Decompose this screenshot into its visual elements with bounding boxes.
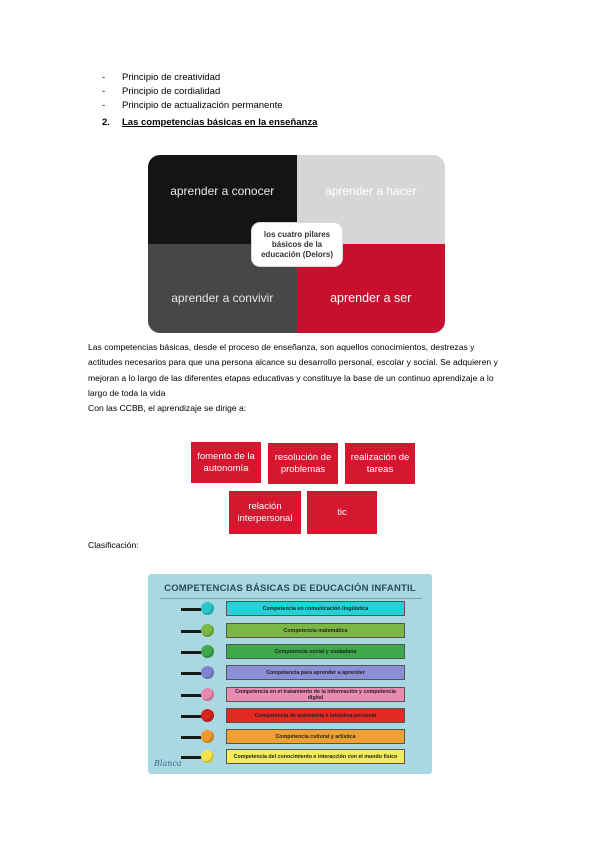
bullet-text: Principio de actualización permanente — [122, 100, 283, 111]
key-stick-icon — [181, 694, 205, 697]
key-stick-icon — [181, 715, 205, 718]
section-heading: 2. Las competencias básicas en la enseñan… — [102, 117, 317, 129]
competencia-row: Competencia en el tratamiento de la info… — [148, 687, 432, 704]
competencia-label: Competencia matemática — [226, 623, 405, 638]
pillar-ser: aprender a ser — [296, 244, 445, 333]
section-title: Las competencias básicas en la enseñanza — [122, 117, 318, 128]
key-knob-icon — [201, 645, 214, 658]
goal-box-problemas: resolución de problemas — [268, 443, 338, 484]
competencia-label: Competencia del conocimiento e interacci… — [226, 749, 405, 764]
body-paragraph: Las competencias básicas, desde el proce… — [88, 342, 498, 398]
key-stick-icon — [181, 672, 205, 675]
bullet-text: Principio de creatividad — [122, 72, 221, 83]
key-stick-icon — [181, 651, 205, 654]
pillar-convivir: aprender a convivir — [148, 244, 297, 333]
competencia-label: Competencia para aprender a aprender — [226, 665, 405, 680]
key-stick-icon — [181, 736, 205, 739]
goals-intro: Con las CCBB, el aprendizaje se dirige a… — [88, 403, 247, 413]
competencia-row: Competencia de autonomía e iniciativa pe… — [148, 708, 432, 725]
bullet-dash: - — [102, 72, 106, 83]
section-number: 2. — [102, 117, 110, 128]
bullet-dash: - — [102, 100, 106, 111]
pillars-center-label: los cuatro pilares básicos de la educaci… — [252, 223, 342, 266]
key-stick-icon — [181, 756, 205, 759]
bullet-item: - Principio de creatividad — [102, 72, 220, 84]
key-knob-icon — [201, 709, 214, 722]
key-stick-icon — [181, 630, 205, 633]
classification-label: Clasificación: — [88, 540, 139, 550]
signature: Blanca — [154, 759, 182, 768]
competencia-row: Competencia en comunicación lingüística — [148, 601, 432, 618]
bullet-item: - Principio de actualización permanente — [102, 100, 283, 112]
key-knob-icon — [201, 688, 214, 701]
competencias-panel: COMPETENCIAS BÁSICAS DE EDUCACIÓN INFANT… — [148, 574, 432, 774]
bullet-text: Principio de cordialidad — [122, 86, 221, 97]
pillar-conocer: aprender a conocer — [148, 155, 297, 244]
competencia-label: Competencia cultural y artística — [226, 729, 405, 744]
key-knob-icon — [201, 602, 214, 615]
goal-box-tareas: realización de tareas — [345, 443, 415, 484]
competencias-title: COMPETENCIAS BÁSICAS DE EDUCACIÓN INFANT… — [164, 583, 416, 594]
key-stick-icon — [181, 608, 205, 611]
key-knob-icon — [201, 624, 214, 637]
key-knob-icon — [201, 730, 214, 743]
competencia-label: Competencia de autonomía e iniciativa pe… — [226, 708, 405, 723]
competencia-row: Competencia social y ciudadana — [148, 644, 432, 661]
goal-box-tic: tic — [307, 491, 377, 534]
competencia-row: Competencia del conocimiento e interacci… — [148, 749, 432, 766]
bullet-item: - Principio de cordialidad — [102, 86, 220, 98]
competencia-row: Competencia matemática — [148, 623, 432, 640]
competencia-label: Competencia en el tratamiento de la info… — [226, 687, 405, 702]
title-divider — [160, 598, 422, 599]
key-knob-icon — [201, 750, 214, 763]
competencia-row: Competencia para aprender a aprender — [148, 665, 432, 682]
bullet-dash: - — [102, 86, 106, 97]
goal-box-interpersonal: relación interpersonal — [229, 491, 301, 534]
competencia-label: Competencia social y ciudadana — [226, 644, 405, 659]
competencia-row: Competencia cultural y artística — [148, 729, 432, 746]
competencia-label: Competencia en comunicación lingüística — [226, 601, 405, 616]
key-knob-icon — [201, 666, 214, 679]
goal-box-autonomia: fomento de la autonomía — [191, 442, 261, 483]
